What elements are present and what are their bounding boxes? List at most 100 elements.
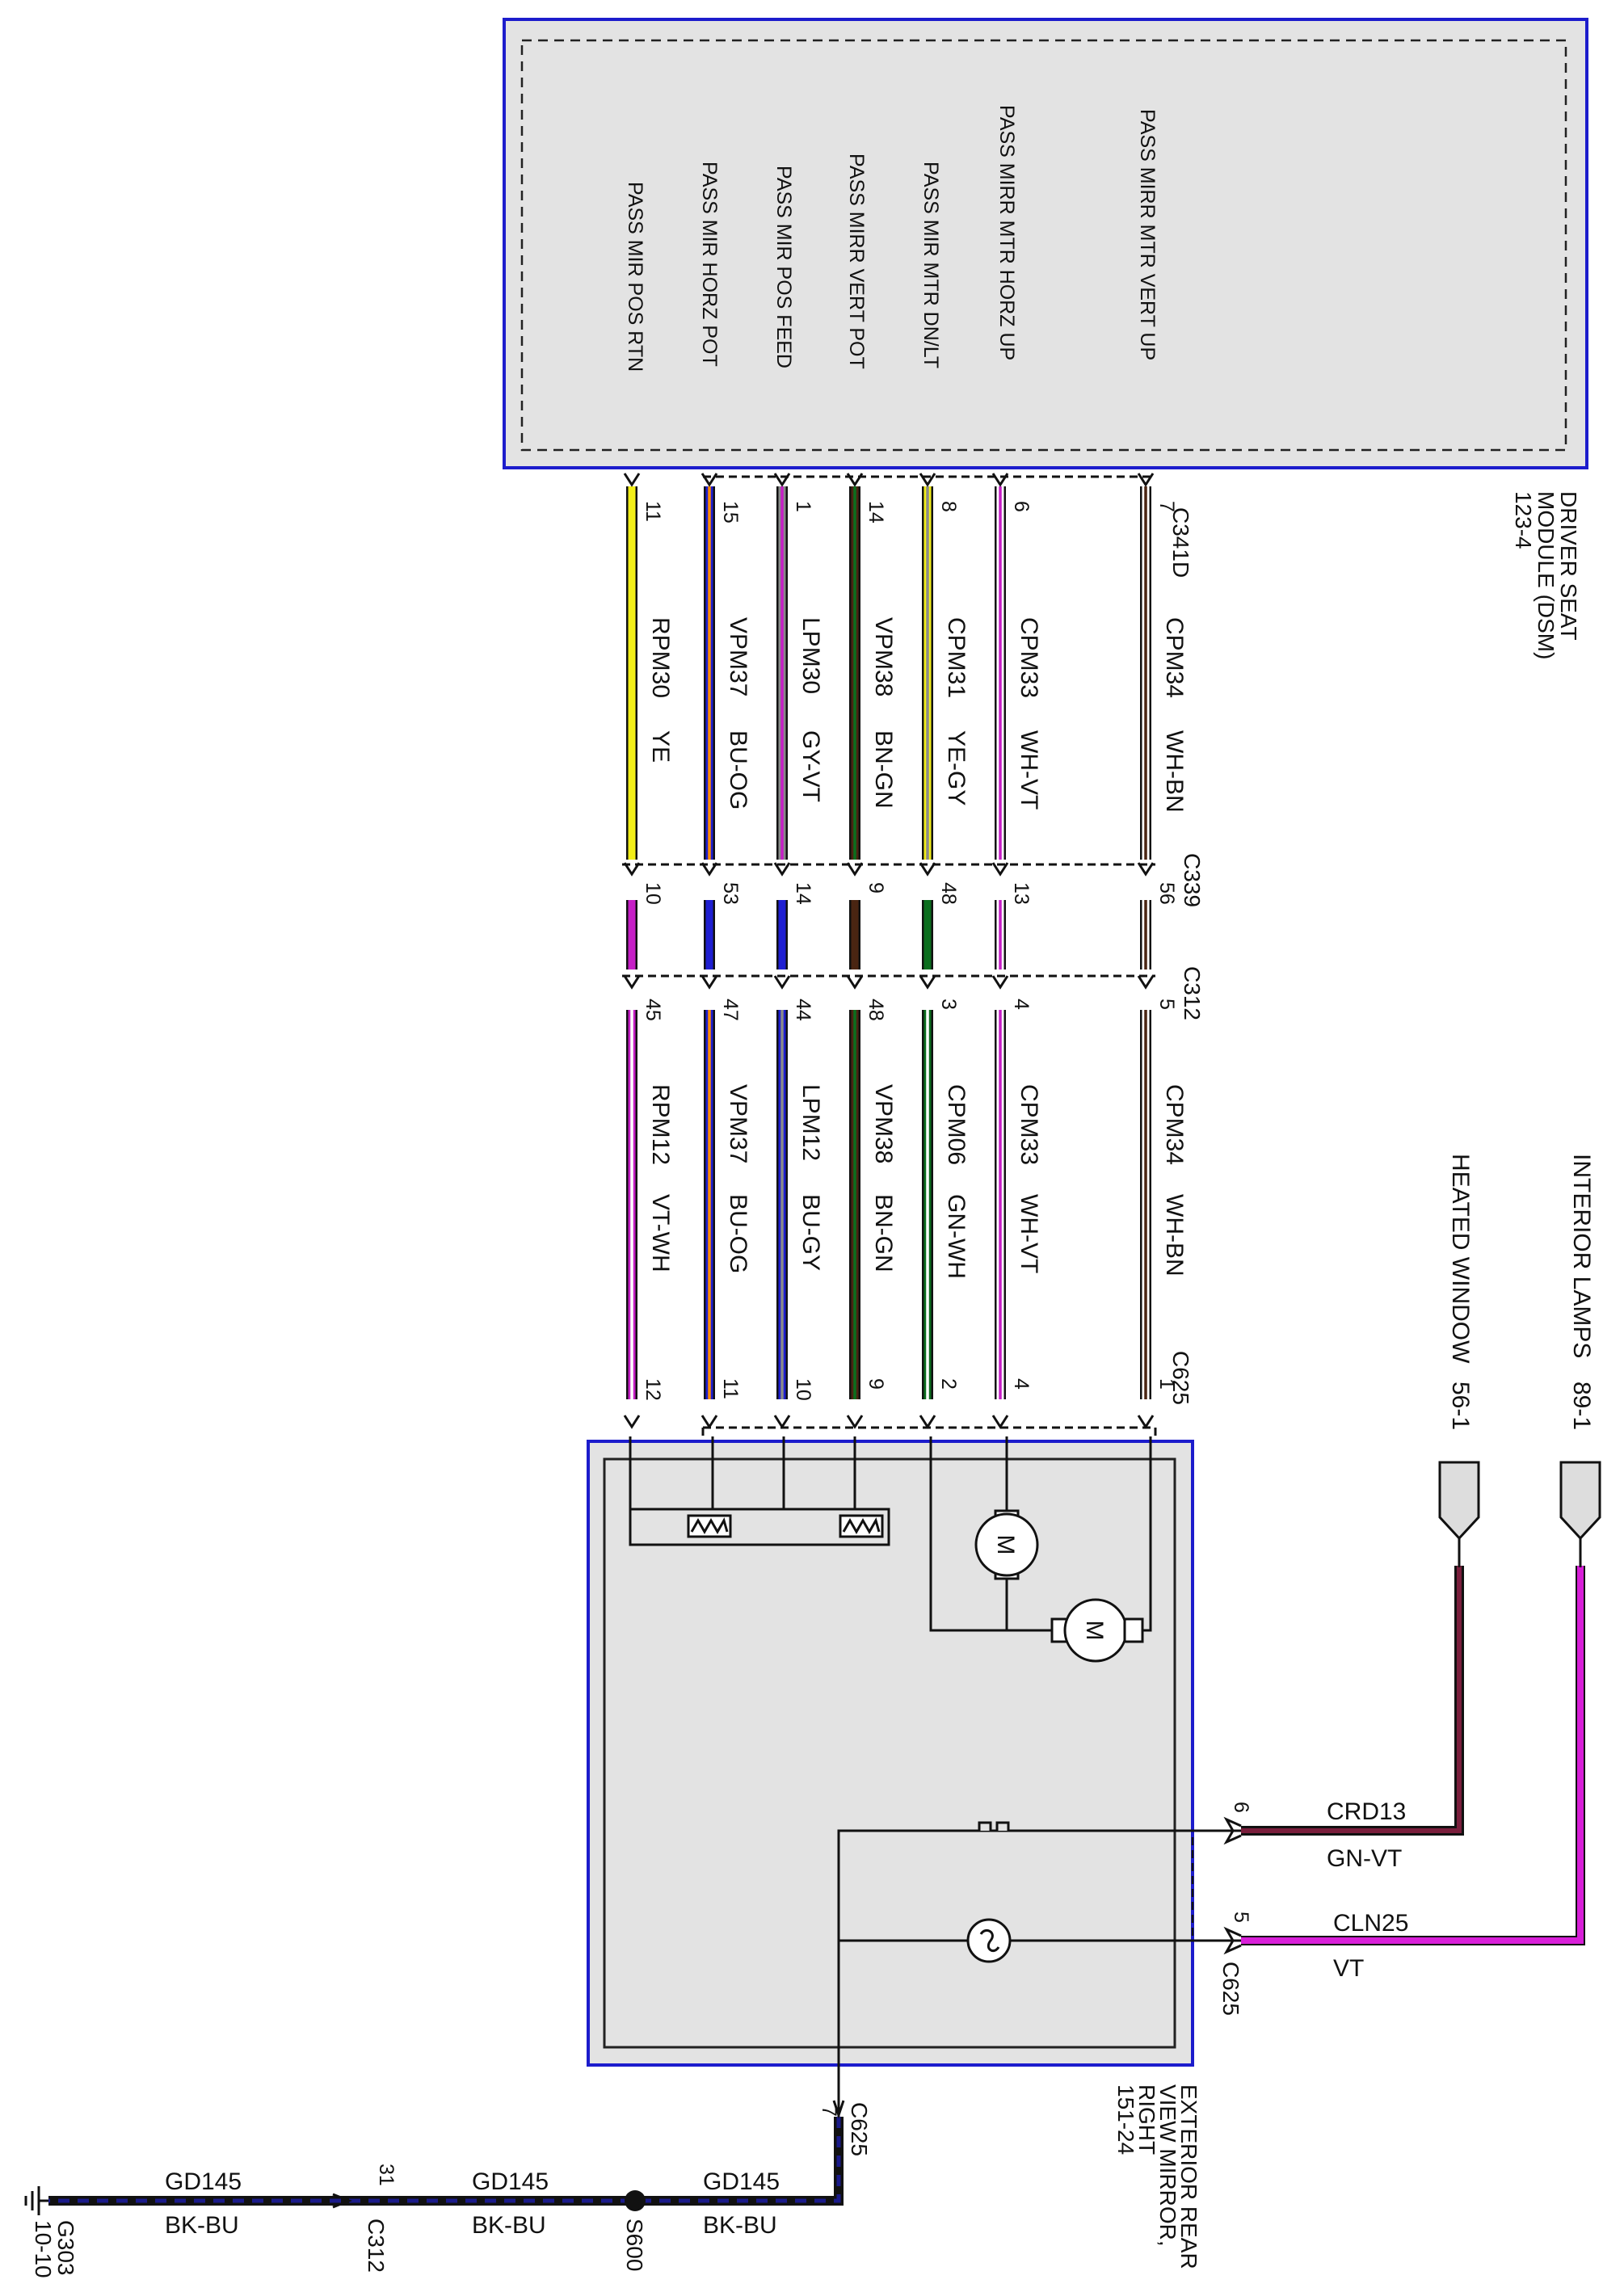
pin-c625-1: 1 [1155, 1378, 1178, 1390]
pin-c625-2: 2 [937, 1378, 960, 1390]
pin-c312-5: 5 [1155, 999, 1178, 1010]
pin-c312-4: 4 [1010, 999, 1033, 1010]
arrow-c339-pin-53 [701, 862, 718, 877]
circuit-lower-vpm38: VPM38 [870, 1084, 897, 1163]
mirror-label-line1: EXTERIOR REAR [1176, 2084, 1201, 2269]
connector-c341d: C341D [1168, 507, 1193, 578]
heater-element [973, 1821, 1010, 1832]
pin-c625-12: 12 [642, 1378, 664, 1401]
arrow-c625-pin-4 [991, 1415, 1009, 1429]
pin-dsm-14: 14 [865, 501, 887, 524]
arrow-c312-pin-5 [1137, 975, 1155, 990]
arrow-c312-pin-3 [919, 975, 936, 990]
driver-seat-module [503, 18, 1588, 469]
ground-labels: 7 C625 GD145 BK-BU GD145 BK-BU GD145 BK-… [31, 2102, 872, 2278]
dsm-label-line2: MODULE (DSM) [1534, 491, 1559, 659]
ground-color-1: BK-BU [703, 2212, 777, 2239]
pot-resistors [687, 1514, 884, 1538]
color-upper-vpm37: BU-OG [725, 730, 751, 810]
pin-c339-53: 53 [719, 882, 742, 905]
pin-c339-48: 48 [937, 882, 960, 905]
circuit-upper-cpm31: CPM31 [943, 617, 970, 698]
feed-cln25-circuit: CLN25 [1333, 1910, 1408, 1937]
mirror-module [587, 1440, 1194, 2067]
pin-dsm-11: 11 [642, 501, 664, 522]
connector-c339: C339 [1180, 853, 1205, 907]
color-upper-lpm30: GY-VT [797, 730, 824, 802]
arrow-dsm-pin-7 [1137, 473, 1155, 487]
ground-g303-label: G303 [53, 2220, 78, 2276]
color-lower-cpm34: WH-BN [1161, 1194, 1188, 1276]
dsm-pin-label-mtr-dnlt: PASS MIR MTR DN/LT [919, 162, 942, 368]
pin-c312-48: 48 [865, 999, 887, 1021]
dsm-pin-label-vert-pot: PASS MIRR VERT POT [845, 154, 868, 369]
dsm-pin-labels: PASS MIRR MTR VERT UP PASS MIRR MTR HORZ… [624, 105, 1159, 372]
arrow-c625-pin-2 [919, 1415, 936, 1429]
arrow-c312-pin-45 [623, 975, 641, 990]
feed-wires [1241, 1566, 1585, 1945]
pin-c625-9: 9 [865, 1378, 887, 1390]
color-lower-lpm12: BU-GY [797, 1194, 824, 1271]
arrow-c312-pin-44 [773, 975, 791, 990]
arrow-c339-pin-9 [846, 862, 864, 877]
dsm-label: DRIVER SEAT MODULE (DSM) 123-4 [1511, 491, 1581, 659]
circuit-upper-cpm34: CPM34 [1161, 617, 1188, 698]
arrow-dsm-pin-1 [773, 473, 791, 487]
dsm-label-line3: 123-4 [1511, 491, 1536, 549]
arrow-c339-pin-10 [623, 862, 641, 877]
connector-c312: C312 [1180, 966, 1205, 1020]
pin-c625-11: 11 [719, 1378, 742, 1399]
circuit-upper-vpm37: VPM37 [725, 617, 751, 696]
connector-c625-heater: C625 [1218, 1962, 1243, 2016]
wires-lower: 5CPM34WH-BN14CPM33WH-VT43CPM06GN-WH248VP… [623, 975, 1188, 1429]
color-upper-cpm34: WH-BN [1161, 730, 1188, 813]
arrow-c625-pin-11 [701, 1415, 718, 1429]
ground-circuit-2: GD145 [472, 2168, 549, 2195]
ground-color-3: BK-BU [165, 2212, 239, 2239]
dsm-label-line1: DRIVER SEAT [1556, 491, 1581, 641]
pin-dsm-7: 7 [1155, 501, 1178, 512]
lamp-symbol [966, 1918, 1012, 1963]
arrow-c625-pin-12 [623, 1415, 641, 1429]
arrow-c312-pin-4 [991, 975, 1009, 990]
circuit-upper-cpm33: CPM33 [1016, 617, 1042, 698]
arrow-c339-pin-48 [919, 862, 936, 877]
ground-color-2: BK-BU [472, 2212, 546, 2239]
circuit-lower-cpm06: CPM06 [943, 1084, 970, 1165]
connector-c625: C625 [1168, 1351, 1193, 1405]
pin-c625-7: 7 [818, 2105, 840, 2117]
pin-c312-47: 47 [719, 999, 742, 1021]
color-upper-vpm38: BN-GN [870, 730, 897, 809]
motor-label-2: M [1081, 1621, 1108, 1641]
color-lower-rpm12: VT-WH [647, 1194, 674, 1272]
pin-dsm-8: 8 [937, 501, 960, 512]
dsm-pin-label-horz-pot: PASS MIR HORZ POT [698, 162, 721, 367]
pin-c339-56: 56 [1155, 882, 1178, 905]
circuit-upper-vpm38: VPM38 [870, 617, 897, 696]
dsm-pin-label-horz-up: PASS MIRR MTR HORZ UP [995, 105, 1018, 360]
circuit-upper-rpm30: RPM30 [647, 617, 674, 698]
circuit-upper-lpm30: LPM30 [797, 617, 824, 694]
arrow-c312-pin-47 [701, 975, 718, 990]
pin-c312-3: 3 [937, 999, 960, 1010]
feed-crd13-circuit: CRD13 [1327, 1798, 1406, 1825]
pin-c339-13: 13 [1010, 882, 1033, 905]
circuit-lower-lpm12: LPM12 [797, 1084, 824, 1161]
pin-c625-5: 5 [1230, 1912, 1252, 1923]
color-lower-cpm06: GN-WH [943, 1194, 970, 1279]
feed-interior-lamps-ref: 89-1 [1568, 1382, 1595, 1430]
circuit-lower-rpm12: RPM12 [647, 1084, 674, 1165]
dsm-pin-label-pos-rtn: PASS MIR POS RTN [624, 182, 646, 372]
circuit-lower-cpm33: CPM33 [1016, 1084, 1042, 1165]
motor-symbols: M M [974, 1509, 1144, 1663]
color-lower-vpm38: BN-GN [870, 1194, 897, 1272]
ground-symbol [24, 2186, 48, 2215]
arrow-c339-pin-14 [773, 862, 791, 877]
motor-label-1: M [992, 1535, 1019, 1555]
connector-c312-ground: C312 [364, 2219, 389, 2273]
ground-wire [48, 2100, 845, 2209]
pin-c339-14: 14 [792, 882, 814, 905]
arrow-c339-pin-56 [1137, 862, 1155, 877]
arrow-dsm-pin-15 [701, 473, 718, 487]
